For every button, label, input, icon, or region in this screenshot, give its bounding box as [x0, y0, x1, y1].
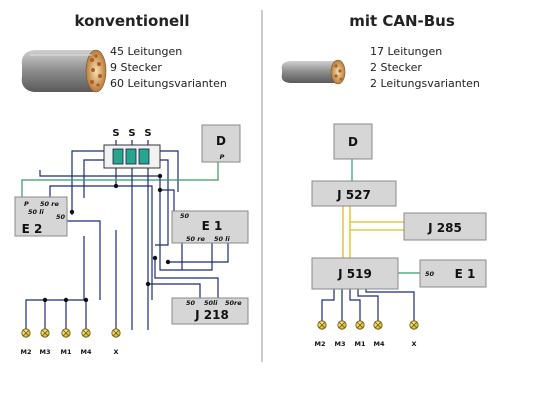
svg-text:J 218: J 218 — [194, 308, 229, 322]
svg-text:50 re: 50 re — [40, 200, 60, 208]
right-lamp-label: M2 — [315, 340, 326, 348]
plug-block — [103, 144, 161, 169]
svg-text:50: 50 — [180, 212, 190, 220]
plug-icon — [138, 148, 150, 165]
right-wiring — [321, 158, 420, 322]
left-stat-wires: 45 Leitungen — [110, 45, 182, 58]
svg-text:E 1: E 1 — [455, 267, 476, 281]
right-lamp-label: M4 — [374, 340, 385, 348]
lamp-icon — [81, 328, 91, 338]
left-box-e2: E 2 P 50 re 50 li 50 — [14, 196, 68, 237]
right-box-j519: J 519 — [311, 257, 399, 290]
right-lamp-label: M1 — [355, 340, 366, 348]
lamp-icon — [337, 320, 347, 330]
right-title: mit CAN-Bus — [349, 12, 455, 30]
plug-label-1: S — [112, 128, 119, 139]
cable-bundle-small-icon — [281, 59, 346, 85]
svg-text:50li: 50li — [204, 299, 218, 307]
lamp-icon — [40, 328, 50, 338]
right-lamps — [317, 320, 419, 330]
svg-text:D: D — [348, 135, 358, 149]
lamp-icon — [373, 320, 383, 330]
svg-text:D: D — [216, 134, 226, 148]
svg-text:50: 50 — [186, 299, 196, 307]
left-lamp-label: M3 — [40, 348, 51, 356]
svg-text:P: P — [24, 200, 29, 208]
svg-text:50 li: 50 li — [28, 208, 45, 216]
svg-text:J 527: J 527 — [336, 188, 371, 202]
right-stat-variants: 2 Leitungsvarianten — [370, 77, 480, 90]
right-box-j285: J 285 — [403, 212, 487, 241]
left-junctions — [42, 173, 171, 303]
svg-text:P: P — [220, 153, 225, 161]
lamp-icon — [111, 328, 121, 338]
right-box-j527: J 527 — [311, 180, 397, 207]
left-title: konventionell — [75, 12, 190, 30]
cable-bundle-large-icon — [21, 49, 107, 93]
lamp-icon — [317, 320, 327, 330]
left-box-j218: J 218 50 50li 50re — [171, 297, 249, 325]
right-stat-plugs: 2 Stecker — [370, 61, 422, 74]
left-lamp-label: M4 — [81, 348, 92, 356]
left-box-d: D P — [201, 124, 241, 163]
svg-text:50: 50 — [56, 213, 66, 221]
svg-text:J 285: J 285 — [427, 221, 462, 235]
svg-text:50 li: 50 li — [214, 235, 231, 243]
left-stat-plugs: 9 Stecker — [110, 61, 162, 74]
lamp-icon — [61, 328, 71, 338]
left-box-e1: E 1 50 50 re 50 li — [171, 210, 249, 244]
left-stat-variants: 60 Leitungsvarianten — [110, 77, 227, 90]
svg-text:E 2: E 2 — [22, 222, 43, 236]
svg-text:50re: 50re — [225, 299, 242, 307]
svg-text:J 519: J 519 — [337, 267, 372, 281]
left-lamps — [21, 328, 121, 338]
plug-label-3: S — [144, 128, 151, 139]
right-lamp-label: M3 — [335, 340, 346, 348]
left-lamp-label: M1 — [61, 348, 72, 356]
lamp-icon — [355, 320, 365, 330]
right-stat-wires: 17 Leitungen — [370, 45, 442, 58]
right-lamp-label: X — [411, 340, 416, 348]
lamp-icon — [21, 328, 31, 338]
svg-text:50: 50 — [425, 270, 435, 278]
plug-label-2: S — [128, 128, 135, 139]
left-lamp-label: X — [113, 348, 118, 356]
right-box-d: D — [333, 123, 373, 160]
right-box-e1: E 1 50 — [419, 259, 487, 288]
left-wiring — [21, 140, 229, 330]
lamp-icon — [409, 320, 419, 330]
plug-icon — [125, 148, 137, 165]
svg-text:50 re: 50 re — [186, 235, 206, 243]
left-lamp-label: M2 — [21, 348, 32, 356]
plug-icon — [112, 148, 124, 165]
svg-text:E 1: E 1 — [202, 219, 223, 233]
